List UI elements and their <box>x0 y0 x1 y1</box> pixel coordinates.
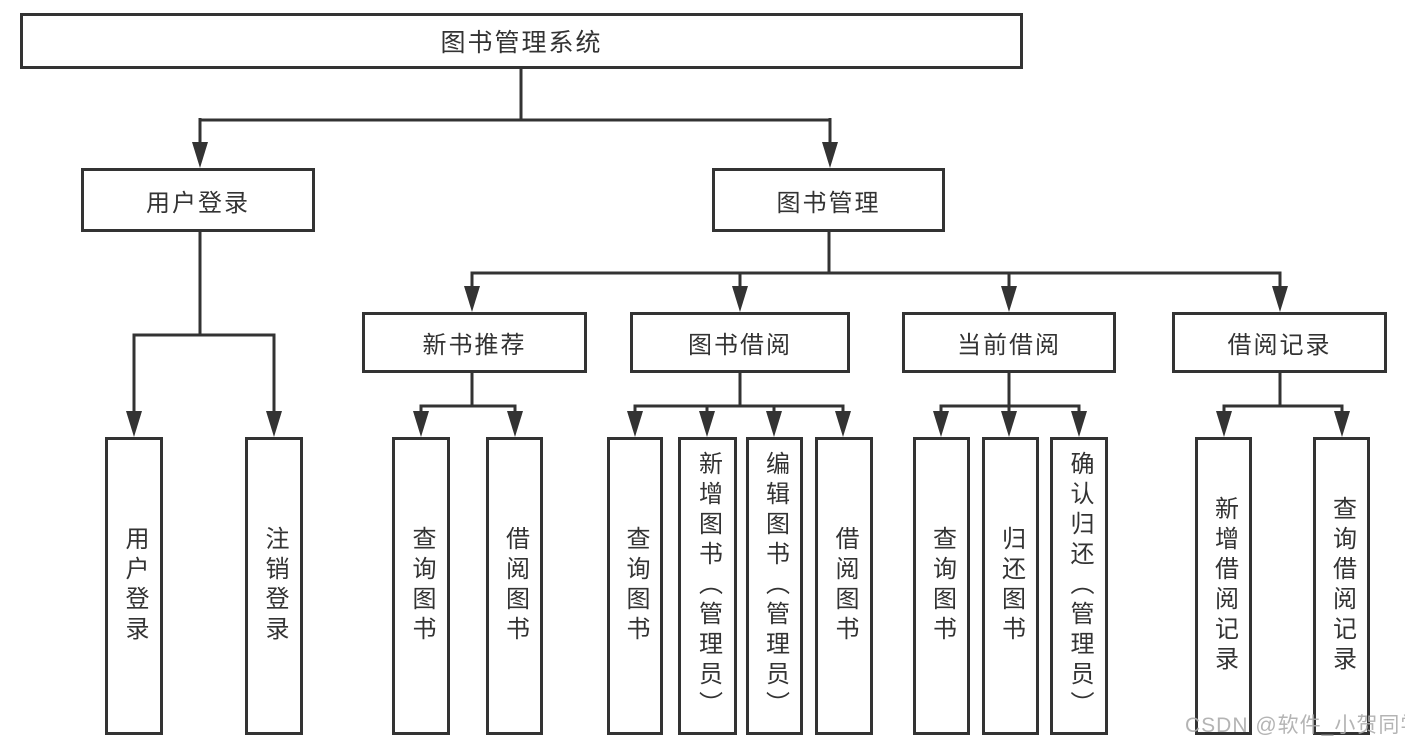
leaf-borrow-books-recommend-label: 借阅图书 <box>501 526 529 646</box>
node-borrow-records-label: 借阅记录 <box>1227 332 1332 359</box>
node-new-book-recommend-label: 新书推荐 <box>422 332 527 359</box>
leaf-user-login-label: 用户登录 <box>121 526 148 646</box>
leaf-edit-books-admin: 编辑图书（管理员） <box>746 437 803 735</box>
leaf-logout: 注销登录 <box>245 437 303 735</box>
node-book-management: 图书管理 <box>712 168 945 232</box>
leaf-add-books-admin-label: 新增图书（管理员） <box>694 451 722 721</box>
leaf-confirm-return-admin-label: 确认归还（管理员） <box>1066 451 1093 721</box>
leaf-edit-books-admin-label: 编辑图书（管理员） <box>761 451 789 721</box>
leaf-logout-label: 注销登录 <box>261 526 288 646</box>
node-library-management-system-label: 图书管理系统 <box>440 29 603 57</box>
node-book-borrow: 图书借阅 <box>630 312 850 373</box>
leaf-add-borrow-record-label: 新增借阅记录 <box>1210 496 1238 676</box>
leaf-add-borrow-record: 新增借阅记录 <box>1195 437 1252 735</box>
csdn-watermark: CSDN @软件_小贺同学 <box>1185 714 1405 737</box>
node-book-management-label: 图书管理 <box>776 189 881 217</box>
leaf-query-books-recommend-label: 查询图书 <box>408 526 435 646</box>
leaf-user-login: 用户登录 <box>105 437 163 735</box>
node-borrow-records: 借阅记录 <box>1172 312 1387 373</box>
leaf-query-books-current: 查询图书 <box>913 437 970 735</box>
leaf-query-borrow-record-label: 查询借阅记录 <box>1328 496 1356 676</box>
leaf-return-books: 归还图书 <box>982 437 1039 735</box>
leaf-confirm-return-admin: 确认归还（管理员） <box>1050 437 1108 735</box>
leaf-borrow-books: 借阅图书 <box>815 437 873 735</box>
node-new-book-recommend: 新书推荐 <box>362 312 587 373</box>
leaf-query-books-borrow: 查询图书 <box>607 437 663 735</box>
leaf-return-books-label: 归还图书 <box>997 526 1025 646</box>
node-current-borrow-label: 当前借阅 <box>957 332 1061 359</box>
leaf-borrow-books-label: 借阅图书 <box>831 526 858 646</box>
leaf-add-books-admin: 新增图书（管理员） <box>678 437 737 735</box>
node-user-login: 用户登录 <box>81 168 315 232</box>
leaf-query-books-recommend: 查询图书 <box>392 437 450 735</box>
node-current-borrow: 当前借阅 <box>902 312 1116 373</box>
node-book-borrow-label: 图书借阅 <box>688 332 792 359</box>
leaf-query-borrow-record: 查询借阅记录 <box>1313 437 1370 735</box>
leaf-query-books-borrow-label: 查询图书 <box>622 526 649 646</box>
node-library-management-system: 图书管理系统 <box>20 13 1023 69</box>
node-user-login-label: 用户登录 <box>146 189 250 217</box>
leaf-borrow-books-recommend: 借阅图书 <box>486 437 543 735</box>
leaf-query-books-current-label: 查询图书 <box>928 526 956 646</box>
